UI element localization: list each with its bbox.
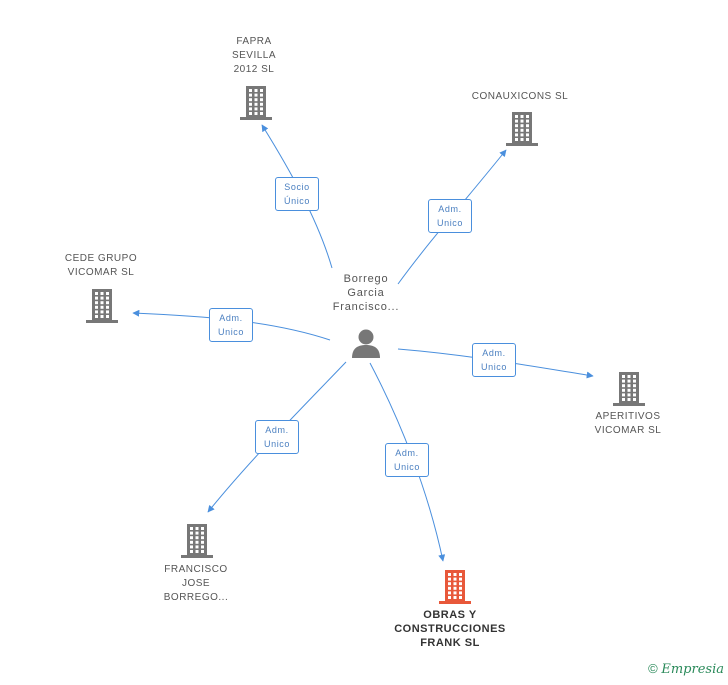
center-label-line: Francisco... bbox=[332, 301, 400, 313]
edge-role-label-aperitivos: Adm. Unico bbox=[472, 343, 516, 377]
company-label-line: VICOMAR SL bbox=[594, 425, 662, 436]
brand-logo: Empresia bbox=[661, 662, 724, 677]
edge-role-text: Unico bbox=[263, 439, 290, 449]
edge-role-text: Unico bbox=[393, 462, 420, 472]
company-label-aperitivos[interactable]: APERITIVOS VICOMAR SL bbox=[582, 410, 674, 438]
edge-role-text: Socio bbox=[284, 182, 310, 192]
company-label-line: FRANK SL bbox=[420, 637, 480, 649]
edge-role-text: Adm. bbox=[482, 348, 506, 358]
edge-role-label-francisco: Adm. Unico bbox=[255, 420, 299, 454]
center-label-line: Garcia bbox=[347, 287, 385, 299]
copyright-icon: © bbox=[648, 661, 658, 676]
edge-role-text: Unico bbox=[217, 327, 244, 337]
company-label-line: FAPRA bbox=[236, 36, 272, 47]
company-label-line: FRANCISCO bbox=[164, 564, 228, 575]
edge-role-text: Adm. bbox=[438, 204, 462, 214]
footer-brand: © Empresia bbox=[648, 661, 724, 677]
edge-role-text: Unico bbox=[436, 218, 463, 228]
company-label-cede[interactable]: CEDE GRUPO VICOMAR SL bbox=[55, 252, 147, 280]
building-icon[interactable] bbox=[506, 112, 538, 146]
edge-role-label-cede: Adm. Unico bbox=[209, 308, 253, 342]
company-label-line: VICOMAR SL bbox=[67, 267, 135, 278]
company-label-conauxicons[interactable]: CONAUXICONS SL bbox=[455, 90, 585, 104]
company-label-francisco[interactable]: FRANCISCO JOSE BORREGO... bbox=[148, 563, 244, 605]
center-person-label[interactable]: Borrego Garcia Francisco... bbox=[310, 272, 422, 314]
building-icon[interactable] bbox=[181, 524, 213, 558]
person-icon[interactable] bbox=[350, 328, 382, 358]
company-label-fapra[interactable]: FAPRA SEVILLA 2012 SL bbox=[213, 35, 295, 77]
edge-role-text: Adm. bbox=[219, 313, 243, 323]
building-icon[interactable] bbox=[240, 86, 272, 120]
company-label-line: JOSE bbox=[181, 578, 211, 589]
edge-role-text: Adm. bbox=[395, 448, 419, 458]
company-label-line: BORREGO... bbox=[163, 592, 229, 603]
edge-role-label-obras: Adm. Unico bbox=[385, 443, 429, 477]
edge-role-text: Unico bbox=[480, 362, 507, 372]
company-label-line: CONAUXICONS SL bbox=[471, 91, 569, 102]
company-label-line: 2012 SL bbox=[233, 64, 275, 75]
company-label-obras[interactable]: OBRAS Y CONSTRUCCIONES FRANK SL bbox=[380, 608, 520, 650]
center-label-line: Borrego bbox=[343, 273, 389, 285]
company-label-line: OBRAS Y bbox=[423, 609, 477, 621]
building-icon[interactable] bbox=[439, 570, 471, 604]
company-label-line: APERITIVOS bbox=[595, 411, 661, 422]
company-label-line: SEVILLA bbox=[231, 50, 277, 61]
edge-role-label-conauxicons: Adm. Unico bbox=[428, 199, 472, 233]
company-label-line: CONSTRUCCIONES bbox=[394, 623, 506, 635]
edge-role-text: Único bbox=[283, 196, 310, 206]
building-icon[interactable] bbox=[86, 289, 118, 323]
building-icon[interactable] bbox=[613, 372, 645, 406]
edge-role-text: Adm. bbox=[265, 425, 289, 435]
company-label-line: CEDE GRUPO bbox=[64, 253, 138, 264]
